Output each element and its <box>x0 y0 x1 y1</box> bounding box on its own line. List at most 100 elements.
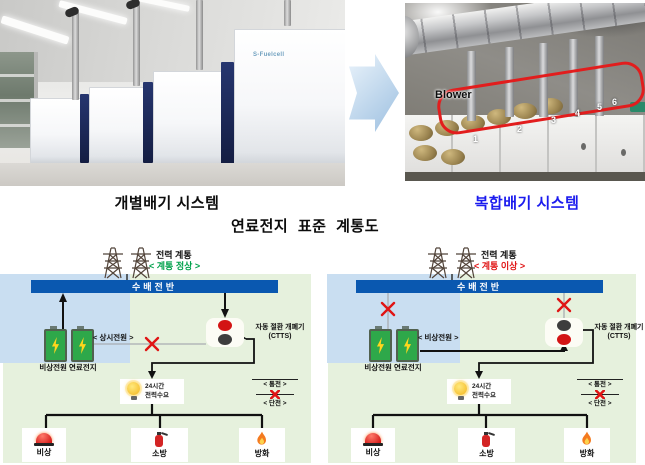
equipment-detail <box>630 102 645 112</box>
diagram-grid-normal: 전력 계통 < 계통 정상 > 수배전반 비상전원 연료전지 < 상시전원 > … <box>0 243 320 465</box>
fuel-cell-batteries <box>44 326 94 362</box>
cabinet-knob <box>621 149 626 156</box>
diagram-grid-failure: 전력 계통 < 계통 이상 > 수배전반 비상전원 연료전지 < 비상전원 > … <box>325 243 645 465</box>
blower-number: 2 <box>517 124 523 134</box>
exhaust-riser <box>539 43 548 117</box>
lightbulb-icon <box>454 382 467 401</box>
wiring <box>44 274 264 428</box>
exhaust-riser <box>569 39 578 117</box>
brand-label: S-Fuelcell <box>253 52 285 58</box>
bolt-icon <box>78 337 87 354</box>
load-firefighting: 소방 <box>458 428 515 462</box>
grid-label: 전력 계통 <box>481 250 517 260</box>
transmission-towers-icon <box>428 247 477 279</box>
power-source-label: < 상시전원 > <box>93 333 134 342</box>
grid-status: < 계통 정상 > <box>149 261 201 271</box>
fuel-cell-cabinet <box>30 98 84 164</box>
lightbulb-icon <box>127 382 140 401</box>
cabinet-stripe <box>80 94 89 163</box>
diagram-title: 연료전지 표준 계통도 <box>230 218 380 235</box>
cabinet-stripe <box>143 82 153 163</box>
battery-icon <box>44 326 67 362</box>
switchgear-bus: 수배전반 <box>31 280 278 293</box>
battery-icon <box>396 326 419 362</box>
load-fire-prevention: 방화 <box>239 428 285 462</box>
transmission-towers-icon <box>103 247 152 279</box>
contact-live <box>218 320 232 331</box>
blower-number: 3 <box>551 115 557 125</box>
battery-icon <box>71 326 94 362</box>
load-fire-prevention: 방화 <box>564 428 610 462</box>
cabinet-stripe <box>221 62 234 164</box>
caption-individual-exhaust: 개별배기 시스템 <box>114 195 220 212</box>
power-demand-label: 24시간 전력수요 <box>145 383 169 399</box>
blower-number: 5 <box>597 102 603 112</box>
caption-combined-exhaust: 복합배기 시스템 <box>474 195 580 212</box>
exhaust-pipe <box>196 0 203 70</box>
exhaust-riser <box>595 36 604 116</box>
photo-individual-exhaust-system: S-Fuelcell <box>0 0 345 186</box>
fuel-cell-cabinet <box>89 87 147 165</box>
flame-icon <box>257 431 266 445</box>
battery-label: 비상전원 연료전지 <box>39 363 97 372</box>
exhaust-riser <box>505 47 514 117</box>
load-firefighting: 소방 <box>131 428 188 462</box>
wiring <box>371 274 594 428</box>
legend-cut-label: < 단전 > <box>263 399 287 407</box>
exhaust-pipe <box>72 12 79 100</box>
contact-live <box>557 334 571 345</box>
floor <box>0 163 345 186</box>
right-arrow-icon <box>349 54 399 132</box>
power-demand-box: 24시간 전력수요 <box>120 379 184 404</box>
legend-energized-line <box>252 379 298 380</box>
blower-label: Blower <box>435 89 472 101</box>
load-emergency: 비상 <box>351 428 395 462</box>
legend: < 통전 > < 단전 > <box>252 379 298 409</box>
legend-cut-icon <box>252 389 298 399</box>
legend-energized-line <box>577 379 623 380</box>
legend-energized-label: < 통전 > <box>263 381 287 388</box>
photo-combined-exhaust-system: Blower 1 2 3 4 5 6 <box>405 3 645 181</box>
transfer-switch <box>206 318 244 347</box>
bolt-icon <box>376 337 385 354</box>
legend: < 통전 > < 단전 > <box>577 379 623 409</box>
contact-idle <box>557 320 571 331</box>
floor <box>405 172 645 181</box>
transfer-switch-label: 자동 절환 개폐기 (CTTS) <box>255 324 305 341</box>
transfer-switch-label: 자동 절환 개폐기 (CTTS) <box>594 324 644 341</box>
siren-icon <box>34 432 54 446</box>
blower-number: 6 <box>612 97 618 107</box>
bolt-icon <box>51 337 60 354</box>
load-emergency: 비상 <box>22 428 66 462</box>
grid-label: 전력 계통 <box>156 250 192 260</box>
battery-icon <box>369 326 392 362</box>
fire-extinguisher-icon <box>152 431 168 447</box>
legend-cut-label: < 단전 > <box>588 399 612 407</box>
flame-icon <box>582 431 591 445</box>
blower-dome <box>413 145 437 161</box>
fire-extinguisher-icon <box>479 431 495 447</box>
blower-dome <box>409 125 433 141</box>
contact-idle <box>218 334 232 345</box>
blower-number: 1 <box>473 134 479 144</box>
blower-number: 4 <box>575 108 581 118</box>
exhaust-pipe <box>284 0 291 26</box>
blower-dome <box>513 103 537 119</box>
legend-cut-icon <box>577 389 623 399</box>
power-demand-box: 24시간 전력수요 <box>447 379 511 404</box>
transfer-switch <box>545 318 583 347</box>
grid-status: < 계통 이상 > <box>474 261 526 271</box>
fuel-cell-batteries <box>369 326 419 362</box>
switchgear-bus: 수배전반 <box>356 280 603 293</box>
siren-icon <box>363 432 383 446</box>
battery-label: 비상전원 연료전지 <box>364 363 422 372</box>
legend-energized-label: < 통전 > <box>588 381 612 388</box>
power-source-label: < 비상전원 > <box>418 333 459 342</box>
exhaust-riser <box>467 51 476 121</box>
cabinet-knob <box>581 143 586 150</box>
duct-end-cap <box>405 16 419 58</box>
fuel-cell-cabinet <box>153 71 225 166</box>
blower-dome <box>435 120 459 136</box>
fuel-cell-cabinet: S-Fuelcell <box>234 29 345 167</box>
